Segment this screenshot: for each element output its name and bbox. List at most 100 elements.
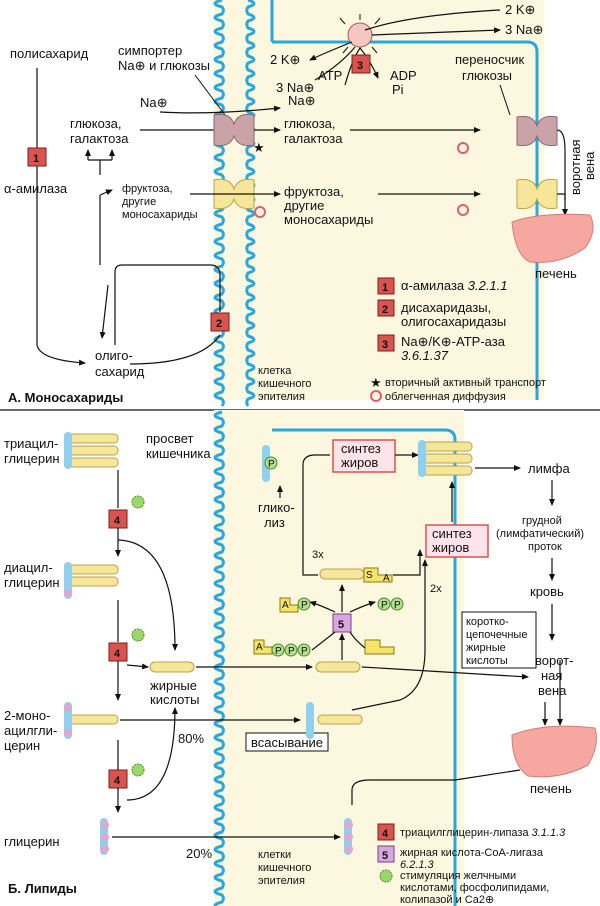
- gluc-out-arrow: [556, 129, 566, 200]
- legend-2-text: дисахаридазы,: [401, 300, 491, 315]
- dag-to-fa: [126, 663, 149, 670]
- synth-mid-2: жиров: [432, 540, 469, 555]
- legend-badge-1: [377, 277, 395, 295]
- cell-label-a-1: клетка: [258, 365, 292, 377]
- glyco-2: лиз: [264, 515, 285, 530]
- glycerol-in-cell: [344, 818, 353, 855]
- legend-badge-5-text: 5: [382, 850, 388, 862]
- ligase-right: [349, 600, 376, 613]
- oligo-line1: олиго-: [95, 348, 133, 363]
- svg-text:P: P: [275, 646, 282, 657]
- liver-b-label: печень: [530, 781, 572, 796]
- liver-b: [511, 725, 597, 778]
- oligo-up-line: [114, 264, 221, 345]
- synth-top-arrow: [302, 454, 330, 545]
- coa-into-ligase: [349, 631, 366, 649]
- mag-3: церин: [4, 738, 40, 753]
- dag-molecule: [64, 562, 119, 599]
- synth-box-mid: [425, 524, 489, 558]
- fruct-out-arrow: [557, 193, 568, 216]
- oligo-line2: сахарид: [95, 364, 145, 379]
- section-a-title: А. Моносахариды: [8, 390, 123, 405]
- short-chain-box: [461, 611, 537, 669]
- badge-4c-text: 4: [114, 775, 121, 787]
- portal-a-2: вена: [582, 151, 597, 180]
- fa-acyl-cell: [319, 568, 365, 580]
- fructose-transporter-basal: [516, 178, 558, 210]
- atpase-pump: [347, 22, 373, 48]
- polysaccharide-label: полисахарид: [10, 46, 89, 61]
- thoracic-3: проток: [528, 541, 562, 553]
- fruct-right-3: моносахариды: [284, 212, 373, 227]
- legend-badge-2: [377, 299, 395, 317]
- legend-badge-4: [377, 823, 395, 841]
- tag-molecule: [64, 432, 119, 469]
- arrow-fructose: [99, 189, 113, 196]
- svg-text:P: P: [301, 646, 308, 657]
- x2-path: [393, 549, 423, 576]
- glucose-transporter-basal: [516, 115, 558, 147]
- fruct-right-2: другие: [284, 198, 324, 213]
- badge-1-text: 1: [33, 153, 39, 165]
- basal-membrane-b: [272, 428, 457, 906]
- tag-2: глицерин: [4, 451, 60, 466]
- sc-2: цепочечные: [466, 629, 527, 641]
- adp-label: ADP: [390, 68, 417, 83]
- cells-b-1: клетки: [258, 849, 291, 861]
- legend-circle: [370, 390, 382, 402]
- fruct-left-1: фруктоза,: [122, 183, 173, 195]
- symporter-pointer: [194, 74, 226, 116]
- apical-membrane-b: [213, 410, 225, 906]
- sc-3: жирные: [466, 642, 506, 654]
- atp-ppp: A P P P: [253, 639, 311, 657]
- sc-1: коротко-: [466, 616, 509, 628]
- amp-p: A P: [279, 597, 311, 613]
- gt-label-1: переносчик: [455, 52, 525, 67]
- svg-text:A: A: [282, 600, 289, 611]
- symporter-label-2: Na⊕ и глюкозы: [118, 58, 210, 73]
- synth-box-top: [332, 439, 396, 473]
- absorption-label: всасывание: [251, 735, 323, 750]
- stim-3: [131, 763, 145, 777]
- mag-molecule: [64, 702, 119, 739]
- svg-text:A: A: [256, 642, 263, 653]
- glycerol-to-portal: [351, 769, 521, 805]
- blood: кровь: [530, 584, 564, 599]
- pi-label: Pi: [392, 82, 404, 97]
- legend-3-text: Na⊕/K⊕-ATP-аза: [401, 334, 506, 349]
- stim-1-text: стимуляция желчными: [400, 870, 516, 882]
- atp-into-ligase: [311, 631, 336, 651]
- na3-top: 3 Na⊕: [505, 22, 543, 37]
- k-in-arrow: [364, 9, 501, 31]
- fd-circle-a2: [457, 142, 469, 154]
- legend-stim: [379, 869, 393, 883]
- gt-pointer: [499, 84, 511, 116]
- svg-text:P: P: [381, 600, 388, 611]
- glyco-1: глико-: [258, 500, 295, 515]
- na-out-arrow: [371, 27, 501, 36]
- gluc-left-2: галактоза: [70, 131, 129, 146]
- dag-2: глицерин: [4, 575, 60, 590]
- legend-badge-4-text: 4: [382, 828, 389, 840]
- glycerol-label: глицерин: [4, 834, 60, 849]
- badge-2-a: [210, 312, 230, 332]
- stim-2-text: кислотами, фосфолипидами,: [400, 882, 549, 894]
- fa-label-2: кислоты: [150, 692, 199, 707]
- ligase-left: [309, 600, 336, 613]
- cells-b-2: кишечного: [258, 862, 311, 874]
- stim-2: [131, 628, 145, 642]
- synth-mid-1: синтез: [432, 526, 472, 541]
- portal-b-1: ворот-: [535, 653, 573, 668]
- na-from-cell: [314, 46, 356, 81]
- pct20: 20%: [186, 846, 212, 861]
- mag-to-fa: [126, 707, 178, 801]
- legend-1-text: α-амилаза 3.2.1.1: [401, 278, 508, 293]
- synth-top-1: синтез: [341, 441, 381, 456]
- badge-3-text: 3: [357, 60, 363, 72]
- cell-label-a-2: кишечного: [258, 378, 311, 390]
- fd-circle-a1: [254, 206, 266, 218]
- cells-b-3: эпителия: [258, 875, 305, 887]
- glycerol-molecule: [100, 818, 109, 855]
- k2-in: 2 K⊕: [270, 52, 300, 67]
- thoracic-1: грудной: [522, 515, 562, 527]
